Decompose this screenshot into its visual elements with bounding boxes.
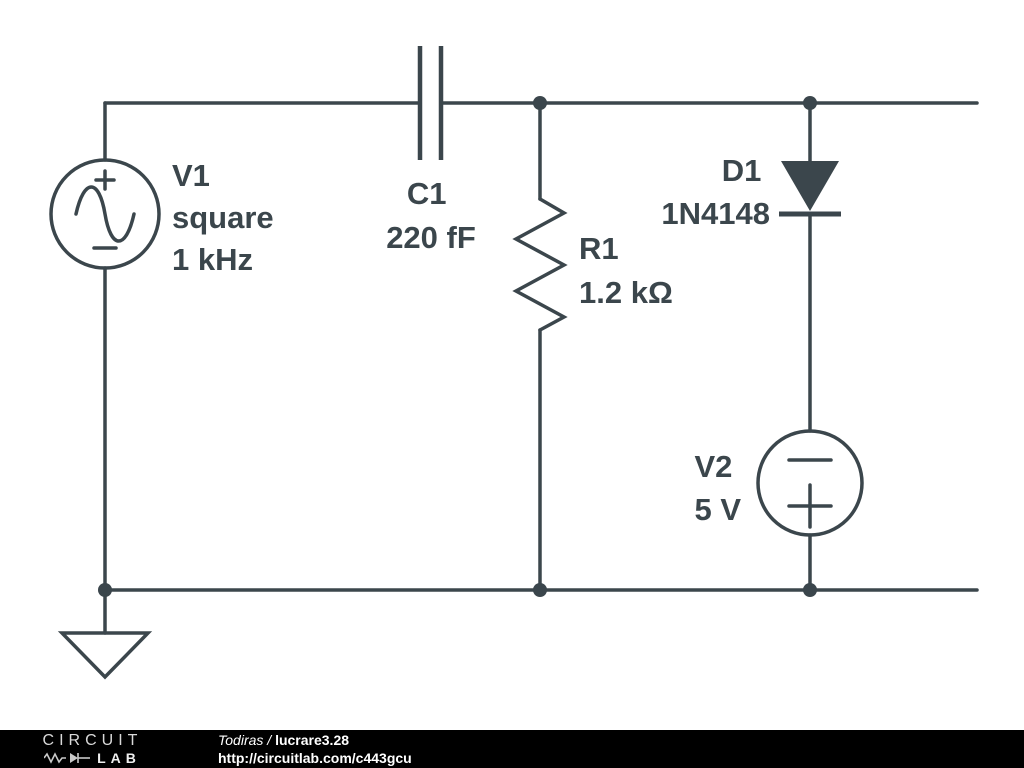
diode-triangle — [781, 161, 839, 211]
v1-label: V1 square 1 kHz — [172, 158, 282, 277]
logo-lab-text: LAB — [97, 750, 141, 766]
footer-text: Todiras / lucrare3.28 http://circuitlab.… — [218, 731, 412, 767]
plus-icon — [94, 169, 116, 191]
plus-icon — [787, 483, 833, 529]
schematic-canvas: V1 square 1 kHz C1 220 fF R1 1.2 kΩ D1 1… — [49, 46, 979, 680]
voltage-source-v2 — [756, 429, 864, 592]
schematic-byline: Todiras / lucrare3.28 — [218, 731, 412, 749]
logo-circuit-text: CIRCUIT — [42, 732, 143, 749]
circuit-schematic: V1 square 1 kHz C1 220 fF R1 1.2 kΩ D1 1… — [49, 46, 979, 680]
schematic-url: http://circuitlab.com/c443gcu — [218, 750, 412, 766]
ground-symbol — [57, 588, 153, 680]
c1-label: C1 220 fF — [386, 176, 476, 255]
logo-circuit-glyph — [44, 752, 91, 764]
d1-label: D1 1N4148 — [661, 153, 770, 231]
voltage-source-v1 — [49, 101, 161, 592]
schematic-title: lucrare3.28 — [275, 731, 350, 748]
circuitlab-logo: CIRCUIT LAB — [0, 730, 185, 768]
author-name: Todiras / — [218, 731, 276, 748]
resistor-r1 — [512, 101, 568, 592]
r1-label: R1 1.2 kΩ — [579, 231, 673, 310]
capacitor-c1 — [417, 46, 444, 160]
diode-d1 — [779, 101, 841, 433]
sine-wave-icon — [74, 185, 136, 243]
v2-label: V2 5 V — [694, 449, 741, 527]
footer-bar: CIRCUIT LAB Todiras / lucrare3.28 http:/… — [0, 730, 1024, 768]
